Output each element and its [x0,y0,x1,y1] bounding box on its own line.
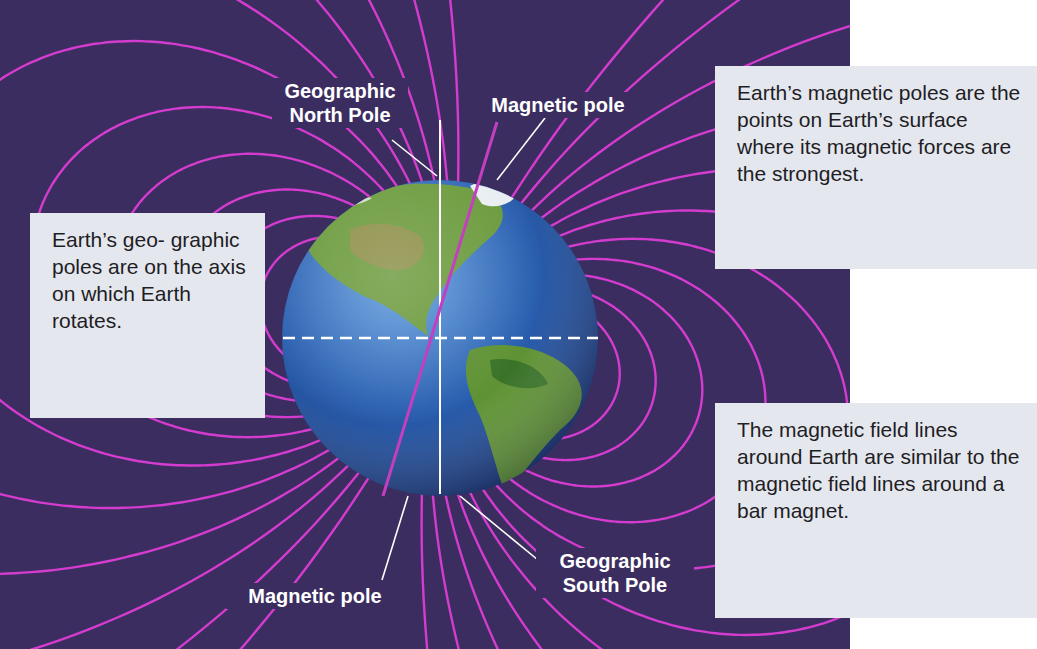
pole-label: Geographic South Pole [536,548,694,598]
pole-label: Geographic North Pole [272,78,408,128]
callout-text: The magnetic field lines around Earth ar… [737,417,1021,525]
pole-label: Magnetic pole [226,583,404,609]
callout-box: Earth’s geo- graphic poles are on the ax… [30,213,265,418]
callout-box: The magnetic field lines around Earth ar… [715,403,1037,618]
leader-lines [382,118,545,580]
magnetic-axis [383,122,497,496]
earth-globe [282,180,625,496]
field-lines [0,0,850,649]
pole-label: Magnetic pole [474,92,642,118]
callout-text: Earth’s magnetic poles are the points on… [737,80,1021,188]
callout-box: Earth’s magnetic poles are the points on… [715,66,1037,269]
callout-text: Earth’s geo- graphic poles are on the ax… [52,227,249,335]
